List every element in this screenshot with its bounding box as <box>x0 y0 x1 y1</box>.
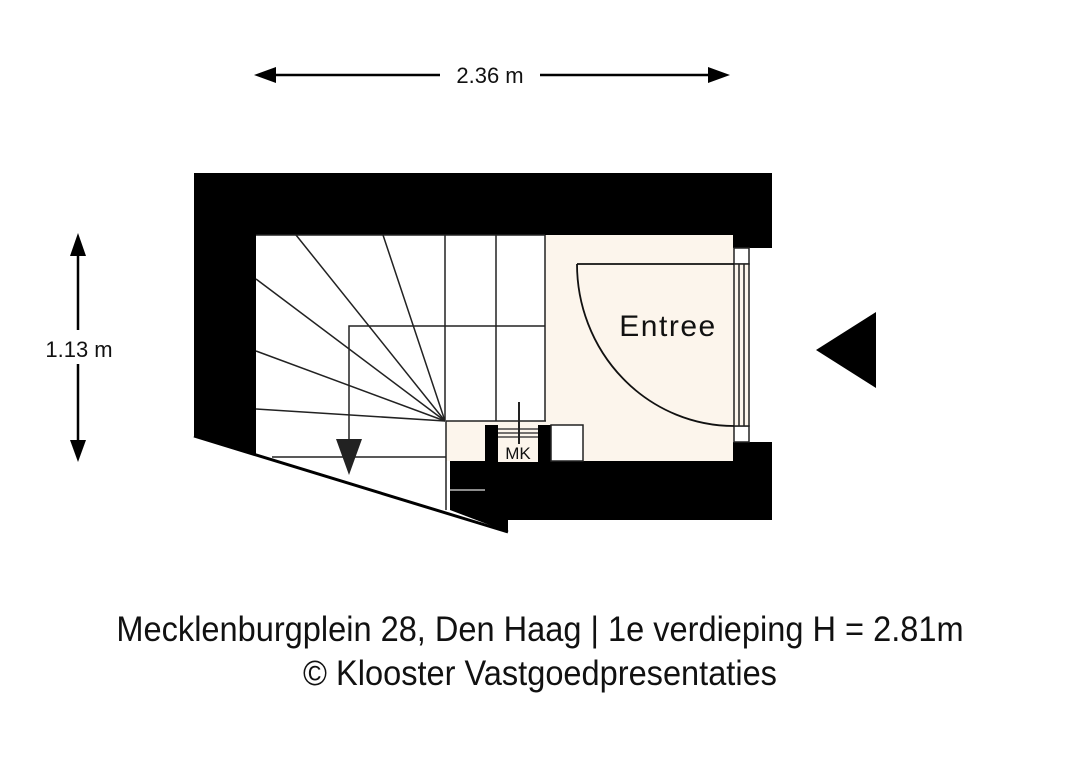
arrow-right-icon <box>708 67 730 83</box>
arrow-left-icon <box>254 67 276 83</box>
height-label: 1.13 m <box>45 337 112 362</box>
room-label-entree: Entree <box>619 310 716 343</box>
door-frame <box>733 247 750 443</box>
walls <box>194 173 772 532</box>
width-dimension: 2.36 m <box>254 63 730 88</box>
arrow-up-icon <box>70 233 86 256</box>
niche <box>550 424 584 462</box>
meter-cupboard: MK <box>498 402 538 463</box>
meter-cupboard-label: MK <box>505 444 531 463</box>
sloped-wall-edge <box>193 434 509 534</box>
caption-copyright: © Klooster Vastgoedpresentaties <box>303 654 777 693</box>
width-label: 2.36 m <box>456 63 523 88</box>
stair-floor <box>256 235 545 507</box>
height-dimension: 1.13 m <box>45 233 113 462</box>
staircase <box>255 234 546 510</box>
stair-direction-arrow-icon <box>336 439 362 475</box>
entrance-triangle-icon <box>816 312 876 388</box>
arrow-down-icon <box>70 440 86 462</box>
caption-address: Mecklenburgplein 28, Den Haag | 1e verdi… <box>116 610 964 649</box>
door-swing <box>576 263 735 427</box>
